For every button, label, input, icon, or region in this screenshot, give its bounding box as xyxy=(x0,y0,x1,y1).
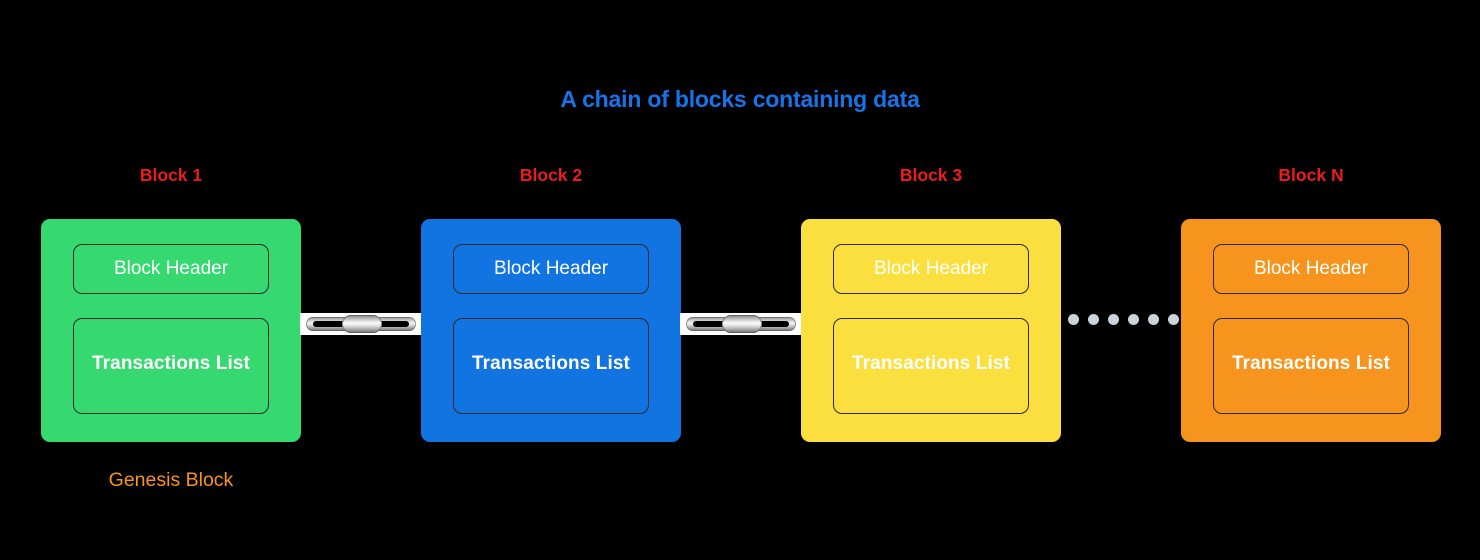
chain-link-connector-2-3 xyxy=(680,313,802,335)
chain-link-center-icon xyxy=(342,315,382,333)
transactions-list-label-1: Transactions List xyxy=(92,353,250,374)
block-header-label-1: Block Header xyxy=(113,258,229,279)
block-header-label-2: Block Header xyxy=(493,258,609,279)
page-title: A chain of blocks containing data xyxy=(560,86,920,112)
chain-link-connector-1-2 xyxy=(300,313,422,335)
block-label-n: Block N xyxy=(1278,165,1344,185)
block-label-2: Block 2 xyxy=(519,165,583,185)
block-header-box-n[interactable]: Block Header xyxy=(1213,244,1409,294)
block-label-1: Block 1 xyxy=(139,165,203,185)
dotted-connector-3-n xyxy=(1068,314,1199,325)
transactions-list-box-n[interactable]: Transactions List xyxy=(1213,318,1409,414)
block-card-3[interactable]: Block Header Transactions List xyxy=(801,219,1061,442)
connector-dot xyxy=(1168,314,1179,325)
transactions-list-box-2[interactable]: Transactions List xyxy=(453,318,649,414)
block-header-box-1[interactable]: Block Header xyxy=(73,244,269,294)
block-card-2[interactable]: Block Header Transactions List xyxy=(421,219,681,442)
block-header-box-3[interactable]: Block Header xyxy=(833,244,1029,294)
connector-dot xyxy=(1088,314,1099,325)
connector-dot xyxy=(1148,314,1159,325)
block-card-1[interactable]: Block Header Transactions List xyxy=(41,219,301,442)
connector-dot xyxy=(1128,314,1139,325)
transactions-list-label-2: Transactions List xyxy=(472,353,630,374)
transactions-list-label-3: Transactions List xyxy=(852,353,1010,374)
block-label-3: Block 3 xyxy=(899,165,963,185)
block-header-label-3: Block Header xyxy=(873,258,989,279)
connector-dot xyxy=(1108,314,1119,325)
connector-dot xyxy=(1068,314,1079,325)
block-header-box-2[interactable]: Block Header xyxy=(453,244,649,294)
transactions-list-box-3[interactable]: Transactions List xyxy=(833,318,1029,414)
chain-link-center-icon xyxy=(722,315,762,333)
block-card-n[interactable]: Block Header Transactions List xyxy=(1181,219,1441,442)
transactions-list-label-n: Transactions List xyxy=(1232,353,1390,374)
transactions-list-box-1[interactable]: Transactions List xyxy=(73,318,269,414)
block-header-label-n: Block Header xyxy=(1253,258,1369,279)
genesis-block-caption: Genesis Block xyxy=(108,469,234,491)
